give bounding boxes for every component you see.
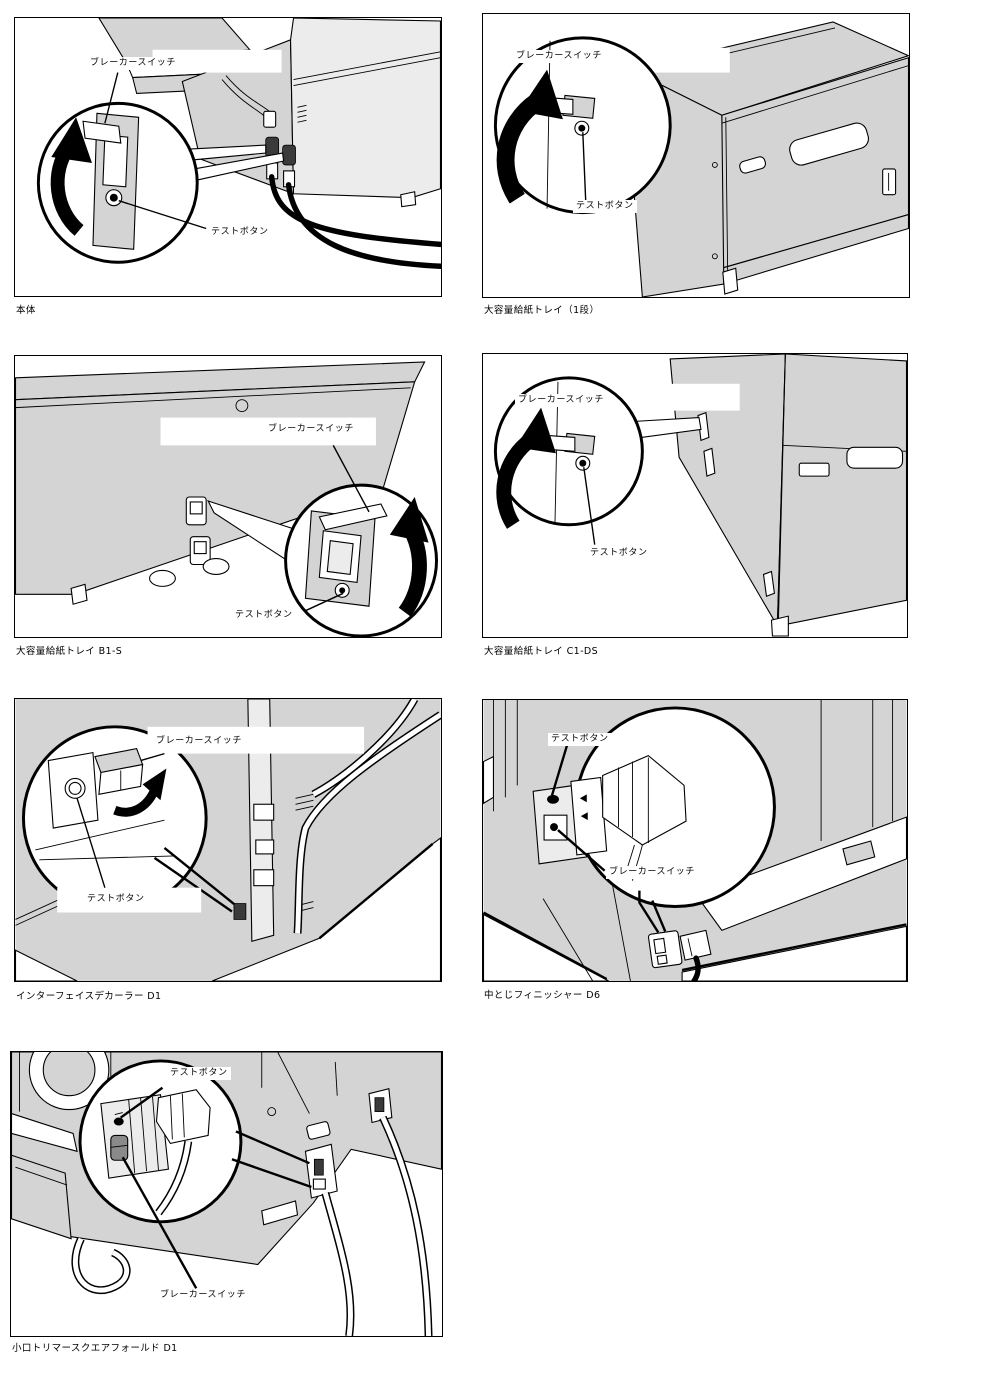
flip-up-arrow-icon <box>496 407 556 529</box>
test-button <box>109 193 118 202</box>
breaker-switch <box>550 823 558 832</box>
breaker-switch-label: ブレーカースイッチ <box>513 50 605 63</box>
caption-booklet-finisher-d6: 中とじフィニッシャー D6 <box>484 990 601 1001</box>
caption-high-capacity-tray-b1s: 大容量給紙トレイ B1-S <box>16 646 123 657</box>
machine-illustration <box>15 699 441 981</box>
caster <box>770 615 789 637</box>
leader-line <box>550 745 569 796</box>
callout-wedge <box>153 847 247 920</box>
illustration-high-capacity-tray-b1s <box>15 361 438 637</box>
caption-main-unit: 本体 <box>16 305 36 316</box>
leader-line <box>120 1086 164 1119</box>
panel-interface-decurler-d1: ブレーカースイッチ テストボタン <box>14 698 442 982</box>
caption-trimmer-squarefold-d1: 小口トリマースクエアフォールド D1 <box>12 1343 178 1354</box>
breaker-switch-lever <box>110 1134 129 1161</box>
leader-line <box>140 752 165 762</box>
breaker-switch-label: ブレーカースイッチ <box>606 866 698 879</box>
breaker-switch-label: ブレーカースイッチ <box>265 423 357 436</box>
panel-main-unit: ブレーカースイッチ テストボタン <box>14 17 442 297</box>
leader-line <box>583 467 596 545</box>
test-button <box>578 124 586 132</box>
test-button <box>113 1117 124 1126</box>
panel-trimmer-squarefold-d1: テストボタン ブレーカースイッチ <box>10 1051 443 1337</box>
breaker-switch-label: ブレーカースイッチ <box>157 1289 249 1302</box>
test-button-label: テストボタン <box>587 547 651 560</box>
caption-interface-decurler-d1: インターフェイスデカーラー D1 <box>16 991 162 1002</box>
test-button <box>339 587 346 594</box>
leader-line <box>582 132 587 203</box>
magnifier-circle <box>493 376 644 527</box>
power-outlet <box>647 929 712 981</box>
machine-illustration <box>483 700 907 981</box>
connector <box>253 869 275 887</box>
flip-up-arrow-icon <box>50 117 92 236</box>
breaker-switch-lever <box>318 503 388 531</box>
callout-wedge <box>231 1130 312 1189</box>
test-button-label: テストボタン <box>573 200 637 213</box>
flip-up-arrow-icon <box>496 69 563 204</box>
illustration-main-unit <box>36 18 441 269</box>
test-button-label: テストボタン <box>232 609 296 622</box>
illustration-high-capacity-tray-1tier <box>493 21 909 297</box>
leader-line <box>104 72 119 124</box>
test-button-label: テストボタン <box>548 733 612 746</box>
power-cable <box>268 174 441 248</box>
connector <box>253 803 275 821</box>
callout-wedge <box>638 890 667 933</box>
power-outlet <box>703 447 716 477</box>
callout-wedge <box>188 144 285 181</box>
test-button <box>579 459 587 467</box>
handle-slot <box>846 446 904 469</box>
flip-up-arrow-icon <box>113 768 167 817</box>
magnifier-circle <box>78 1059 243 1224</box>
leader-line <box>121 1156 198 1289</box>
illustration-booklet-finisher-d6 <box>483 700 907 981</box>
test-button-label: テストボタン <box>167 1067 231 1080</box>
vent-grille <box>297 104 307 123</box>
leader-line <box>76 798 106 888</box>
test-button <box>68 781 82 795</box>
caption-high-capacity-tray-c1ds: 大容量給紙トレイ C1-DS <box>484 646 599 657</box>
caster <box>149 569 176 587</box>
leader-line <box>118 200 207 230</box>
leader-line <box>304 592 344 612</box>
leader-line <box>557 829 606 872</box>
handle-slot <box>789 122 869 166</box>
caption-high-capacity-tray-1tier: 大容量給紙トレイ（1段） <box>484 305 600 316</box>
test-button-label: テストボタン <box>208 226 272 239</box>
breaker-switch-label: ブレーカースイッチ <box>87 57 179 70</box>
test-button-label: テストボタン <box>84 893 148 906</box>
power-outlet <box>697 411 710 442</box>
panel-high-capacity-tray-1tier: ブレーカースイッチ テストボタン <box>482 13 910 298</box>
panel-high-capacity-tray-c1ds: ブレーカースイッチ テストボタン <box>482 353 908 638</box>
caster <box>722 267 739 295</box>
magnifier-circle <box>493 36 672 215</box>
power-plug <box>602 754 687 846</box>
breaker-switch-lever <box>82 120 122 144</box>
machine-illustration <box>669 354 907 637</box>
panel-booklet-finisher-d6: テストボタン ブレーカースイッチ <box>482 699 908 982</box>
caster <box>202 558 230 575</box>
breaker-switch-label: ブレーカースイッチ <box>153 735 245 748</box>
leader-line <box>332 445 370 513</box>
flip-up-arrow-icon <box>389 496 429 617</box>
illustration-trimmer-squarefold-d1 <box>11 1052 442 1336</box>
connector <box>255 839 275 855</box>
test-button <box>547 794 559 804</box>
power-cable <box>285 182 441 269</box>
power-outlet <box>282 144 296 166</box>
magnifier-circle <box>21 725 208 911</box>
label-box <box>152 49 282 73</box>
panel-high-capacity-tray-b1s: ブレーカースイッチ テストボタン <box>14 355 442 638</box>
breaker-switch-label: ブレーカースイッチ <box>515 394 607 407</box>
